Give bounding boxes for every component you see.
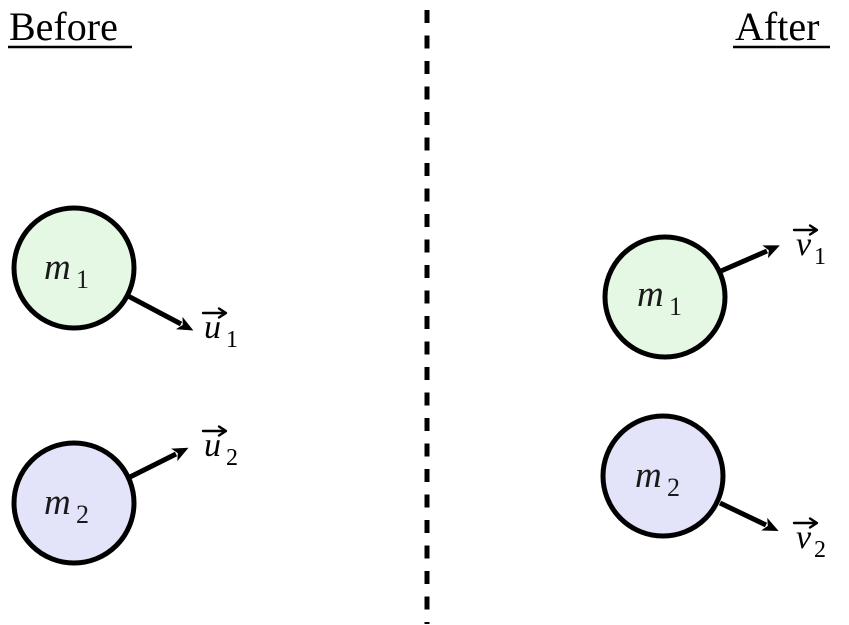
after-mass2-velocity-subscript: 2 xyxy=(814,537,826,563)
after-mass2-velocity-label: v 2 xyxy=(792,517,826,563)
before-mass1-velocity-label: u 1 xyxy=(201,307,238,353)
after-mass1-symbol: m xyxy=(637,274,664,315)
after-mass2-circle xyxy=(600,413,726,539)
before-mass1-velocity-subscript: 1 xyxy=(226,327,238,353)
after-mass1-subscript: 1 xyxy=(669,292,682,321)
after-mass2-subscript: 2 xyxy=(667,473,680,502)
before-mass2-symbol: m xyxy=(44,482,71,523)
before-mass1-subscript: 1 xyxy=(76,265,89,294)
before-mass2-circle xyxy=(11,440,137,566)
after-mass1-velocity-label: v 1 xyxy=(792,224,826,270)
vector-arrow-icon xyxy=(792,224,819,236)
before-mass1-symbol: m xyxy=(44,247,71,288)
before-mass2-velocity-symbol: u xyxy=(204,427,221,464)
before-mass2-velocity-label: u 2 xyxy=(201,425,238,471)
after-mass1-velocity-arrow-icon xyxy=(720,245,780,274)
vector-arrow-icon xyxy=(792,517,819,529)
after-mass1-velocity-subscript: 1 xyxy=(814,244,826,270)
before-mass2-subscript: 2 xyxy=(76,500,89,529)
before-mass1-velocity-arrow-icon xyxy=(126,293,194,331)
after-mass1-circle xyxy=(602,234,728,360)
after-title: After xyxy=(735,4,819,49)
after-mass2-symbol: m xyxy=(635,455,662,496)
vector-arrow-icon xyxy=(201,307,228,319)
before-title: Before xyxy=(9,4,118,49)
vector-arrow-icon xyxy=(201,425,228,437)
after-mass2-velocity-symbol: v xyxy=(796,519,812,556)
before-mass2-velocity-arrow-icon xyxy=(128,447,189,480)
before-mass2-velocity-subscript: 2 xyxy=(226,445,238,471)
after-mass1-velocity-symbol: v xyxy=(796,226,812,263)
before-mass1-velocity-symbol: u xyxy=(204,309,221,346)
before-mass1-circle xyxy=(11,205,137,331)
after-mass2-velocity-arrow-icon xyxy=(718,500,779,532)
